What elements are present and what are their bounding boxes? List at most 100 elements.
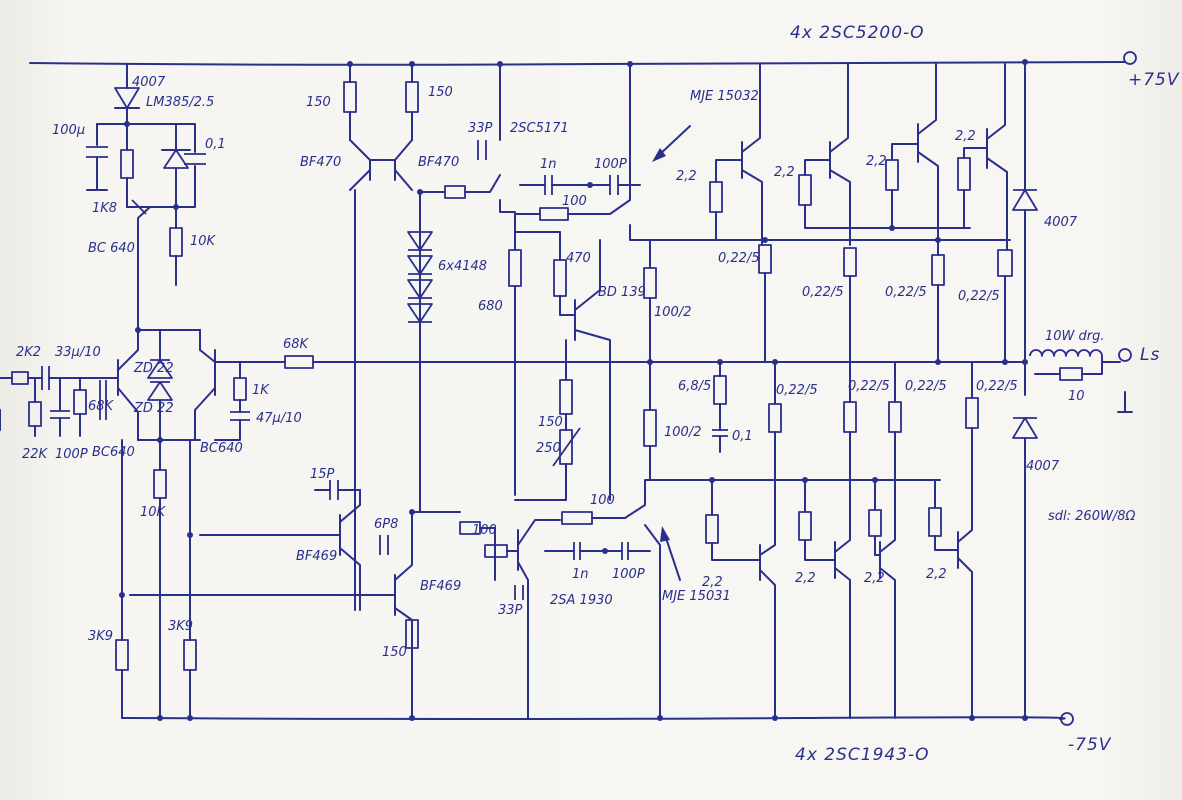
label-r-2-2-t2: 2,2 — [774, 165, 795, 180]
label-r-2-2-t4: 2,2 — [955, 129, 976, 144]
emitter-resistors-driver — [643, 239, 657, 481]
label-r-150-a: 150 — [306, 95, 331, 110]
label-bc640-top: BC 640 — [88, 241, 135, 256]
label-c-15p: 15P — [310, 467, 335, 482]
label-r-0-22-t2: 0,22/5 — [802, 285, 844, 300]
label-r-0-22-b4: 0,22/5 — [976, 379, 1018, 394]
label-r-0-22-t3: 0,22/5 — [885, 285, 927, 300]
label-top-transistors: 4x 2SC5200-O — [790, 23, 925, 43]
ref-capacitor-100u — [86, 123, 108, 191]
label-r-3k9-r: 3K9 — [168, 619, 193, 634]
label-r-150-c: 150 — [382, 645, 407, 660]
transistor-bc640-left — [117, 329, 201, 441]
output-bot-4 — [928, 361, 979, 719]
zener-lm385 — [161, 123, 191, 208]
output-top-1 — [709, 63, 772, 363]
label-bc640-l: BC640 — [92, 445, 135, 460]
label-c-33p-bot: 33P — [498, 603, 523, 618]
output-bot-2 — [798, 361, 857, 719]
label-diodes: 6x4148 — [438, 259, 487, 274]
label-r-2-2-b4: 2,2 — [926, 567, 947, 582]
label-r-3k9-l: 3K9 — [88, 629, 113, 644]
r-1k8 — [120, 123, 134, 208]
output-bot-1 — [705, 361, 782, 719]
r-3k9-left — [115, 439, 129, 719]
label-diode-in: 4007 — [132, 75, 166, 90]
junction-dots — [119, 59, 1028, 721]
label-r-68k-fb: 68K — [283, 337, 310, 352]
label-r-10k-tail: 10K — [140, 505, 167, 520]
label-c-1n-top: 1n — [540, 157, 557, 172]
transistor-bc640-right — [194, 329, 286, 441]
label-r-100-top: 100 — [562, 194, 587, 209]
label-r-0-22-b1: 0,22/5 — [776, 383, 818, 398]
r-22k-input — [28, 377, 42, 437]
label-r-2-2-t1: 2,2 — [676, 169, 697, 184]
label-r-68k-in: 68K — [88, 399, 115, 414]
r-150-left — [343, 63, 357, 141]
label-r-2k2: 2K2 — [16, 345, 41, 360]
tail-resistors — [137, 437, 201, 719]
label-bf469-l: BF469 — [296, 549, 337, 564]
label-r-0-22-t1: 0,22/5 — [718, 251, 760, 266]
label-r-0-22-t4: 0,22/5 — [958, 289, 1000, 304]
label-r-10-out: 10 — [1068, 389, 1085, 404]
label-r-1k-fb: 1K — [252, 383, 270, 398]
label-r-2-2-b2: 2,2 — [795, 571, 816, 586]
output-top-2 — [798, 63, 971, 363]
label-vplus: +75V — [1128, 70, 1180, 90]
label-c-33p-top: 33P — [468, 121, 493, 136]
label-r-150-b: 150 — [428, 85, 453, 100]
label-mje15032: MJE 15032 — [690, 89, 759, 104]
label-bc640-r: BC640 — [200, 441, 243, 456]
zener-pair — [147, 329, 173, 441]
arrow-mje15031 — [660, 526, 681, 581]
label-bf470-r: BF470 — [418, 155, 459, 170]
label-c-0-1-out: 0,1 — [732, 429, 753, 444]
cap-input-group — [99, 380, 107, 420]
label-bottom-transistors: 4x 2SC1943-O — [795, 745, 930, 765]
catch-diode-top — [1012, 61, 1038, 363]
diode-string-6x4148 — [407, 231, 433, 513]
label-c-fb: 47µ/10 — [256, 411, 302, 426]
transistor-bf469-lower — [129, 511, 461, 719]
cap-0-1-ref — [126, 123, 206, 210]
label-r-470: 470 — [566, 251, 591, 266]
label-bf469-r: BF469 — [420, 579, 461, 594]
label-c-100p-top: 100P — [594, 157, 627, 172]
label-diode-bot: 4007 — [1026, 459, 1060, 474]
output-top-3 — [885, 63, 945, 363]
label-c-1n-bot: 1n — [572, 567, 589, 582]
label-coil: 10W drg. — [1045, 329, 1105, 344]
label-r-6-8: 6,8/5 — [678, 379, 711, 394]
output-top-4 — [957, 63, 1013, 363]
upper-driver — [419, 63, 1011, 241]
label-cap-ref: 100µ — [52, 123, 85, 138]
label-mje15031: MJE 15031 — [662, 589, 731, 604]
output-bot-3 — [868, 361, 902, 719]
label-r-2-2-b3: 2,2 — [864, 571, 885, 586]
label-output: Ls — [1140, 345, 1160, 365]
arrow-mje15032 — [652, 125, 691, 162]
label-r-10k-ref: 10K — [190, 234, 217, 249]
label-r-100-2-top: 100/2 — [654, 305, 691, 320]
zobel-network — [712, 361, 728, 453]
label-diode-top: 4007 — [1044, 215, 1078, 230]
label-r-2-2-t3: 2,2 — [866, 154, 887, 169]
vbe-multiplier — [508, 231, 611, 501]
label-c-100p-bot: 100P — [612, 567, 645, 582]
r-68k-input — [73, 377, 87, 437]
label-2sc5171: 2SC5171 — [510, 121, 569, 136]
label-zener-ref: LM385/2.5 — [146, 95, 214, 110]
label-r-22k: 22K — [22, 447, 49, 462]
label-r-100-mid: 100 — [472, 523, 497, 538]
label-zener-bot: ZD 22 — [133, 401, 174, 416]
label-2sa1930: 2SA 1930 — [550, 593, 613, 608]
label-vminus: -75V — [1068, 735, 1112, 755]
label-r-100-bot: 100 — [590, 493, 615, 508]
feedback-network — [214, 355, 1026, 441]
label-r-1k8: 1K8 — [92, 201, 117, 216]
label-r-100-2-bot: 100/2 — [664, 425, 701, 440]
